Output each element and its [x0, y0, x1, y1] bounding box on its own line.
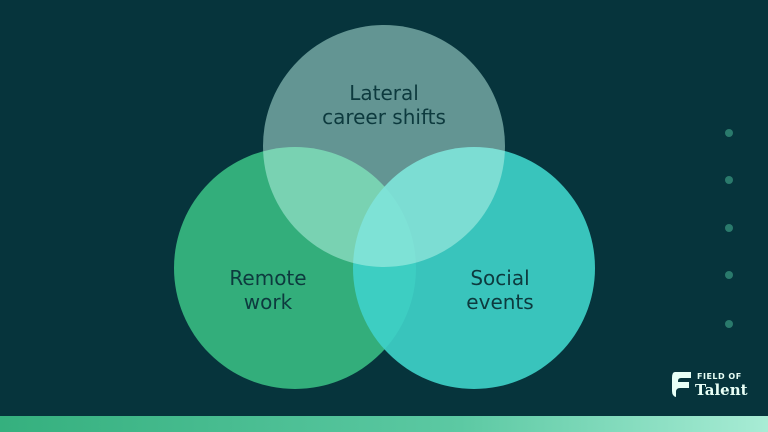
logo-text-bottom: Talent [695, 381, 748, 399]
pagination-dot[interactable] [725, 129, 733, 137]
label-line: Social [470, 266, 530, 290]
field-of-talent-logo: FIELD OF Talent [671, 370, 748, 402]
circle-lateral-career-shifts [263, 25, 505, 267]
label-remote-work: Remote work [178, 266, 358, 314]
label-line: career shifts [322, 105, 446, 129]
logo-mark-icon [672, 372, 691, 397]
pagination-dot[interactable] [725, 176, 733, 184]
label-line: Remote [229, 266, 307, 290]
logo-text-top: FIELD OF [697, 372, 742, 381]
label-line: work [243, 290, 293, 314]
label-line: events [466, 290, 534, 314]
label-lateral-career-shifts: Lateral career shifts [294, 81, 474, 129]
label-line: Lateral [349, 81, 419, 105]
bottom-gradient-bar [0, 416, 768, 432]
pagination-dot[interactable] [725, 320, 733, 328]
pagination-dot[interactable] [725, 271, 733, 279]
label-social-events: Social events [410, 266, 590, 314]
pagination-dot[interactable] [725, 224, 733, 232]
